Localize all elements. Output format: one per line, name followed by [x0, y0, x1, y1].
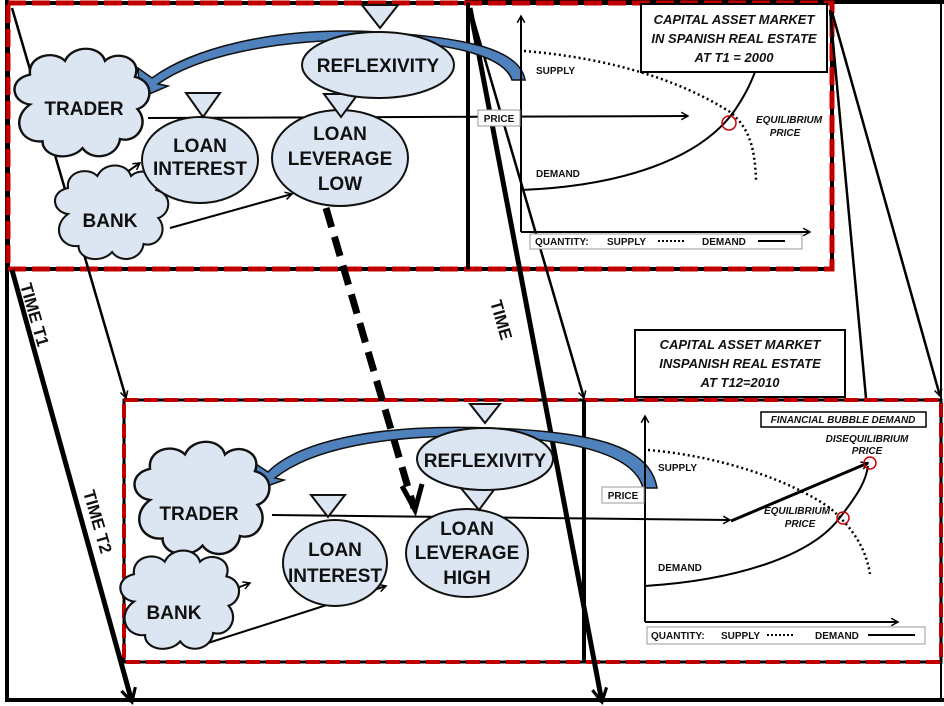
loan-interest-node: LOAN INTEREST: [141, 92, 259, 204]
legend-demand-t2: DEMAND: [815, 631, 859, 642]
legend-box-t2: [646, 626, 926, 645]
loan-leverage-t2-label-3: HIGH: [443, 568, 491, 589]
equilibrium-marker-t2: [836, 511, 850, 525]
bubble-label: FINANCIAL BUBBLE DEMAND: [771, 415, 916, 426]
connector-mid: [468, 7, 584, 398]
loan-interest-t2-label-2: INTEREST: [288, 566, 382, 587]
panel-t2: TRADER BANK LOAN INTEREST LOAN LEVERAGE …: [119, 329, 927, 650]
demand-curve: [520, 71, 756, 191]
supply-curve-t2: [647, 448, 872, 575]
time-t1-axis: [9, 269, 132, 702]
disequilibrium-label-2: PRICE: [852, 446, 883, 457]
equilibrium-label-2: PRICE: [770, 128, 801, 139]
loan-leverage-label-1: LOAN: [313, 124, 367, 145]
price-label-t2: PRICE: [608, 491, 639, 502]
market-chart-t2: PRICE SUPPLY DEMAND EQUILIBRIUM PRICE DI…: [601, 329, 927, 645]
demand-label: DEMAND: [536, 169, 580, 180]
trader-node-t2: TRADER: [133, 440, 271, 556]
trader-price-line: [147, 116, 688, 118]
time-t2-label: TIME T2: [79, 488, 115, 556]
bank-label-t2: BANK: [147, 603, 202, 624]
legend-supply-t2: SUPPLY: [721, 631, 760, 642]
loan-leverage-label-3: LOW: [318, 174, 362, 195]
loan-leverage-label-2: LEVERAGE: [288, 149, 393, 170]
price-label-box-t2: [601, 486, 645, 504]
reflexivity-label: REFLEXIVITY: [317, 56, 440, 77]
equilibrium-label-t2-1: EQUILIBRIUM: [764, 506, 831, 517]
supply-label-t2: SUPPLY: [658, 463, 697, 474]
market-chart-t1: PRICE SUPPLY DEMAND EQUILIBRIUM PRICE CA…: [477, 3, 828, 250]
bubble-arrow: [730, 463, 868, 523]
disequilibrium-marker: [863, 456, 877, 470]
reflexivity-node: REFLEXIVITY: [301, 4, 455, 99]
market-title-line-1: CAPITAL ASSET MARKET: [654, 12, 816, 27]
time-label-middle: TIME: [486, 298, 515, 342]
loan-leverage-t2-label-2: LEVERAGE: [415, 543, 520, 564]
supply-curve: [523, 49, 758, 181]
supply-label: SUPPLY: [536, 66, 575, 77]
loan-interest-node-t2: LOAN INTEREST: [282, 494, 388, 607]
loan-interest-t2-label-1: LOAN: [308, 540, 362, 561]
market-title-t2-line-2: INSPANISH REAL ESTATE: [659, 356, 821, 371]
bank-to-leverage-arrow: [169, 194, 292, 229]
market-title-line-3: AT T1 = 2000: [694, 50, 775, 65]
market-title-box: [640, 3, 828, 73]
loan-interest-label-2: INTEREST: [153, 159, 247, 180]
interest-rate-triangle-icon-t2: [308, 494, 348, 519]
trader-label: TRADER: [44, 99, 123, 120]
legend-demand: DEMAND: [702, 237, 746, 248]
connector-right-1: [828, 9, 868, 399]
loan-interest-label-1: LOAN: [173, 136, 227, 157]
market-title-t2-line-1: CAPITAL ASSET MARKET: [660, 337, 822, 352]
leverage-transition-arrowhead: [399, 483, 425, 517]
equilibrium-marker: [721, 115, 737, 131]
bank-node-t2: BANK: [119, 549, 241, 650]
reflexivity-node-t2: REFLEXIVITY: [416, 403, 554, 491]
legend-quantity: QUANTITY:: [535, 237, 589, 248]
disequilibrium-label-1: DISEQUILIBRIUM: [826, 434, 909, 445]
equilibrium-label-1: EQUILIBRIUM: [756, 115, 823, 126]
legend-quantity-t2: QUANTITY:: [651, 631, 705, 642]
equilibrium-label-t2-2: PRICE: [785, 519, 816, 530]
legend-supply: SUPPLY: [607, 237, 646, 248]
panel-t1: TRADER BANK LOAN INTEREST LOAN LEVERAGE …: [13, 3, 828, 261]
reflexivity-label-t2: REFLEXIVITY: [424, 451, 547, 472]
trader-label-t2: TRADER: [159, 504, 238, 525]
time-t1-label: TIME T1: [16, 281, 52, 349]
market-title-box-t2: [634, 329, 846, 398]
trader-node: TRADER: [13, 47, 151, 158]
bank-node: BANK: [53, 164, 170, 261]
demand-curve-t2: [644, 465, 869, 587]
loan-leverage-node: LOAN LEVERAGE LOW: [271, 93, 409, 207]
market-title-line-2: IN SPANISH REAL ESTATE: [651, 31, 816, 46]
interest-rate-triangle-icon: [184, 92, 222, 119]
bank-label: BANK: [83, 211, 138, 232]
loan-leverage-t2-label-1: LOAN: [440, 519, 494, 540]
loan-leverage-node-t2: LOAN LEVERAGE HIGH: [405, 486, 529, 598]
reflexivity-triangle-icon-t2: [467, 403, 503, 425]
bubble-label-box: [760, 411, 927, 428]
demand-label-t2: DEMAND: [658, 563, 702, 574]
connector-right-2: [830, 11, 940, 396]
price-label: PRICE: [484, 114, 515, 125]
price-label-box: [477, 109, 521, 127]
leverage-transition-arrow: [322, 207, 418, 509]
reflexivity-triangle-icon: [359, 4, 401, 30]
market-title-t2-line-3: AT T12=2010: [700, 375, 781, 390]
